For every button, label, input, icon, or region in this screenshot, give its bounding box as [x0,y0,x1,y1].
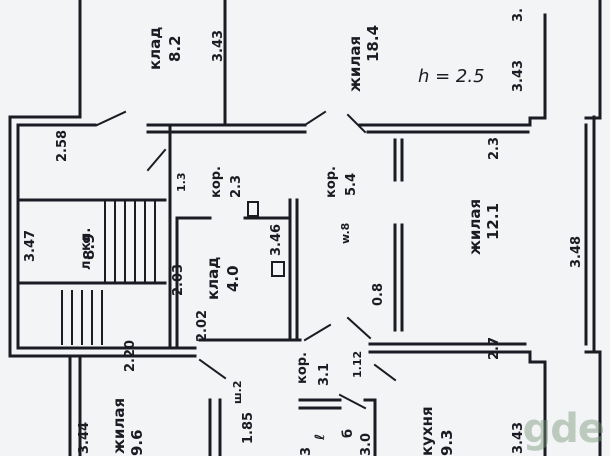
dim-3: 3 [299,446,314,456]
room-klad-mid-dim-b: 3.46 [269,223,284,256]
room-klad-mid-dim-c: 2.02 [195,309,210,342]
room-klad-mid-area: 4.0 [224,265,242,292]
dim-30: 3.0 [359,432,374,456]
wall-right-bottom-ext [528,350,547,456]
dim-b: б [341,428,356,438]
wall-right-top-ext2 [584,0,602,120]
room-klad-mid-dim-a: 2.03 [171,263,186,296]
room-zhilaya-bl-dim: 3.44 [77,421,92,454]
room-zhilaya-main-dim-b: 2.3 [487,136,502,160]
room-kor-b-name: кор. [324,166,339,198]
room-klad-top-name: клад [146,26,164,70]
room-lk-dim: 3.47 [23,229,38,262]
room-kuhnya-name: кухня [418,406,436,456]
dim-258: 2.58 [55,129,70,162]
dim-185: 1.85 [241,411,256,444]
room-kor-b-area: 5.4 [344,172,359,196]
vent-box-small [247,201,259,217]
door-7 [198,358,227,380]
room-klad-mid-name: клад [204,256,222,300]
door-9 [338,393,367,410]
dim-ww: w.8 [339,222,352,244]
room-klad-top-dim: 3.43 [211,29,226,62]
dim-13: 1.3 [175,172,188,193]
room-kuhnya-area: 9.3 [438,429,456,456]
door-2 [146,148,167,172]
ceiling-height: h = 2.5 [418,66,485,87]
door-8 [373,363,397,382]
door-3 [303,110,327,127]
door-4 [346,113,367,134]
room-zhilaya-bl-area: 9.6 [128,429,146,456]
door-1 [95,110,127,127]
room-lk-area: 8.9 [80,233,98,260]
room-zhilaya-top-area: 18.4 [364,24,382,62]
room-zhilaya-main-name: жилая [466,198,484,255]
dim-08: 0.8 [371,282,386,306]
dim-112: 1.12 [351,350,364,378]
room-zhilaya-top-name: жилая [346,35,364,92]
room-zhilaya-main-dim: 3.48 [569,235,584,268]
dim-m: ш.2 [231,380,244,404]
watermark-logo: gde [522,406,605,452]
wall-right-top-ext [528,13,547,127]
wall-bottom-small3 [363,398,377,456]
dim-27: 2.7 [487,336,502,360]
room-kor-c-name: кор. [295,352,310,384]
door-6 [346,316,372,340]
room-kor-a-name: кор. [209,166,224,198]
vent-box [271,261,285,277]
room-zhilaya-bl-name: жилая [110,397,128,454]
dim-343-right: 3.43 [511,59,526,92]
dim-l: ℓ [313,433,328,440]
room-kor-a-area: 2.3 [229,174,244,198]
dim-220: 2.20 [123,339,138,372]
room-klad-top-area: 8.2 [166,35,184,62]
room-zhilaya-main-area: 12.1 [484,202,502,240]
room-zhilaya-top-dim: 3. [511,8,526,22]
door-5 [303,323,332,342]
room-kor-c-area: 3.1 [317,362,332,386]
wall-right-bottom-ext2 [584,350,602,456]
